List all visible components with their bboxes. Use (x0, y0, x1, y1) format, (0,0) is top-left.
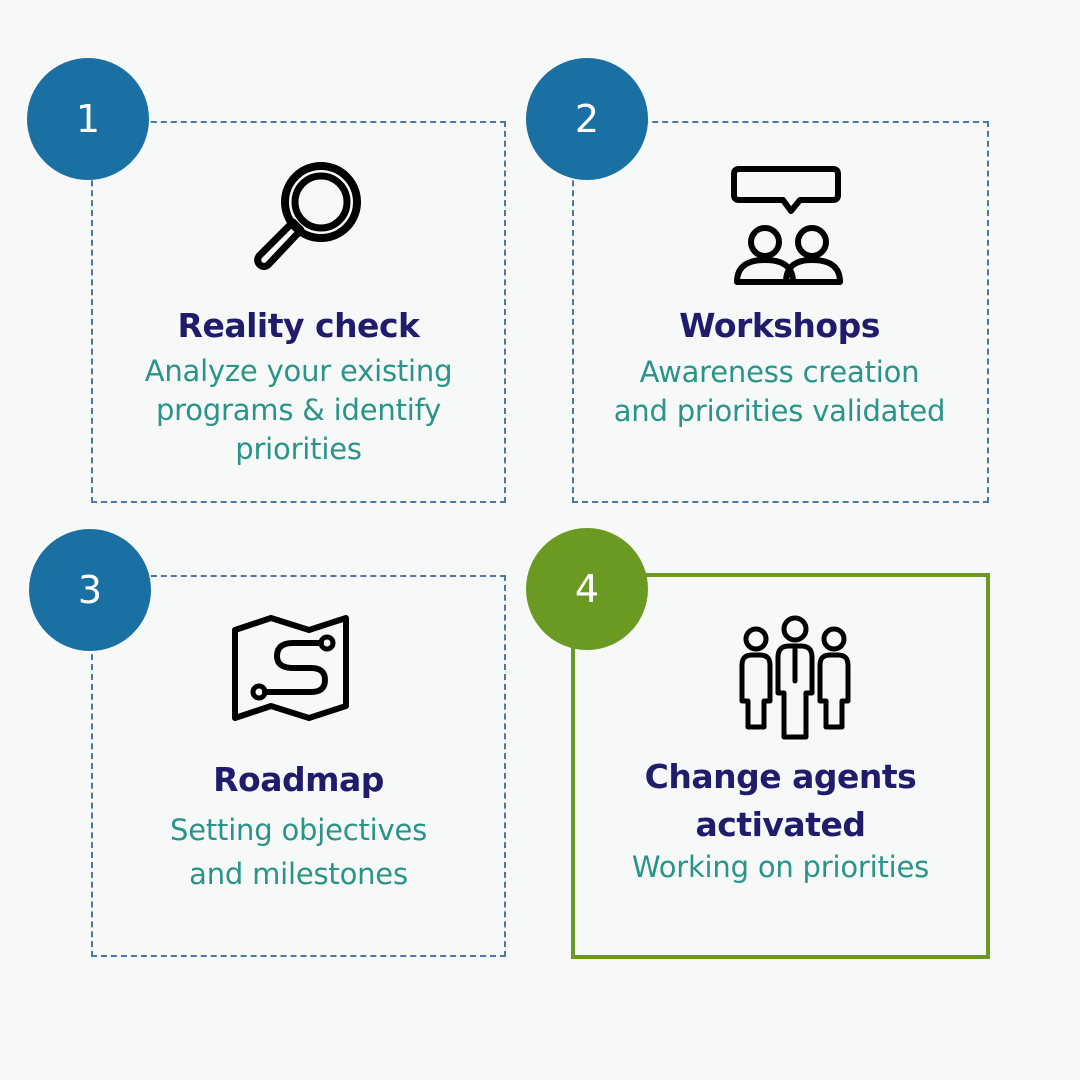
step-3-title: Roadmap (213, 760, 384, 799)
step-4-number-badge: 4 (526, 528, 648, 650)
step-1-title: Reality check (177, 306, 420, 345)
step-2-title: Workshops (679, 306, 880, 345)
step-4-description: Working on priorities (631, 850, 930, 884)
magnifying-glass-icon (254, 162, 361, 270)
team-group-icon (739, 615, 851, 740)
step-3-card (91, 575, 506, 957)
step-1-number-badge: 1 (27, 58, 149, 180)
step-1-description: Analyze your existing programs & identif… (144, 354, 453, 466)
step-2-card (572, 121, 989, 503)
step-4-title: Change agents activated (644, 757, 917, 844)
step-3-number-badge: 3 (29, 529, 151, 651)
step-2-number-badge: 2 (526, 58, 648, 180)
step-3-description: Setting objectives and milestones (170, 813, 427, 891)
step-2-description: Awareness creation and priorities valida… (613, 355, 946, 428)
people-discussion-icon (731, 166, 843, 285)
step-4-card (571, 573, 990, 959)
map-route-icon (232, 615, 349, 721)
